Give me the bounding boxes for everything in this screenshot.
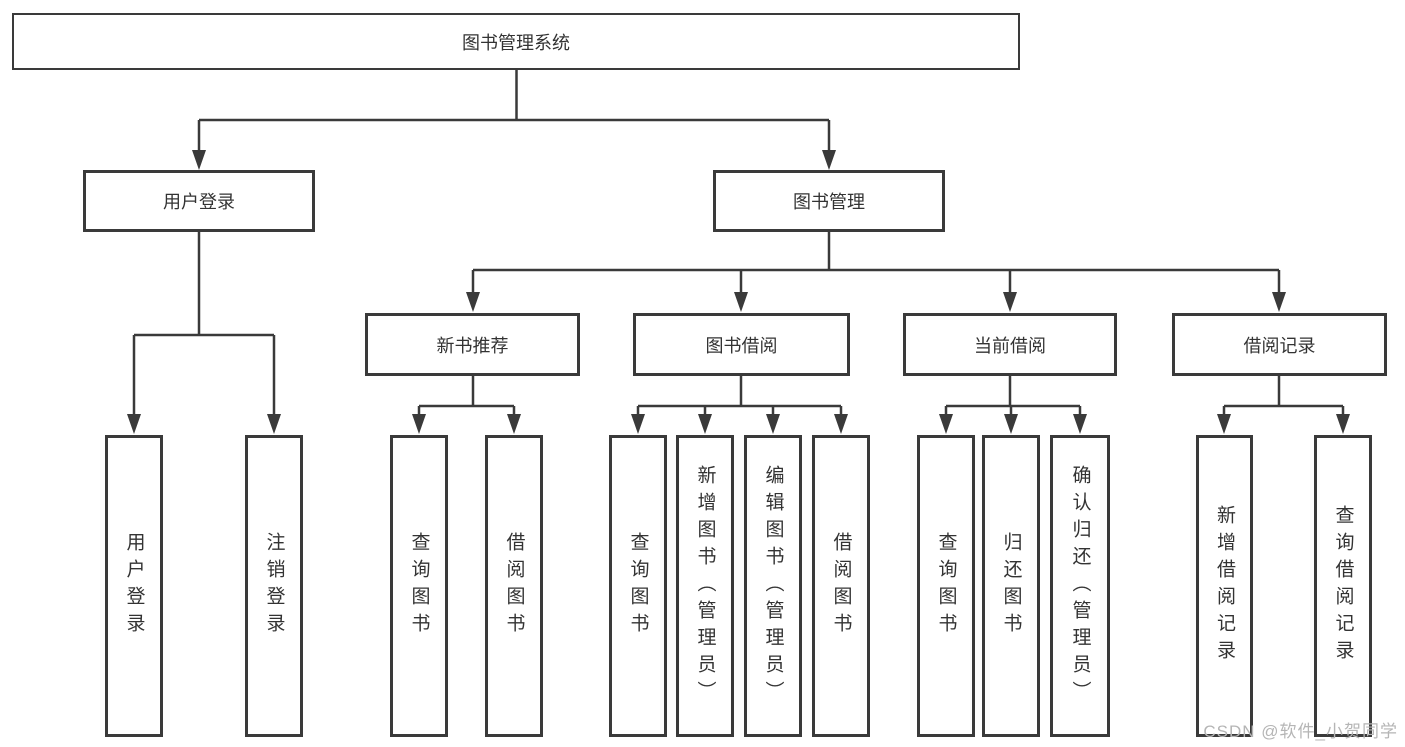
node-book-management-label: 图书管理 xyxy=(793,192,865,212)
leaf-recommend-borrow-books: 借阅图书 xyxy=(485,435,543,737)
edge-userlogin-split xyxy=(132,232,276,419)
leaf-logout: 注销登录 xyxy=(245,435,303,737)
edge-bookmgmt-split xyxy=(471,232,1281,297)
leaf-current-confirm-return-admin: 确认归还（管理员） xyxy=(1050,435,1110,737)
node-new-book-recommend: 新书推荐 xyxy=(365,313,580,376)
node-current-borrow: 当前借阅 xyxy=(903,313,1117,376)
node-borrow-records-label: 借阅记录 xyxy=(1243,335,1316,356)
node-book-management: 图书管理 xyxy=(713,170,945,232)
node-new-book-recommend-label: 新书推荐 xyxy=(436,335,509,356)
node-current-borrow-label: 当前借阅 xyxy=(974,335,1046,356)
edge-group-splits xyxy=(419,376,1343,408)
node-book-borrow-label: 图书借阅 xyxy=(705,335,778,356)
leaf-borrow-add-books-admin: 新增图书（管理员） xyxy=(676,435,734,737)
leaf-current-query-books: 查询图书 xyxy=(917,435,975,737)
leaf-records-query-record: 查询借阅记录 xyxy=(1314,435,1372,737)
node-root: 图书管理系统 xyxy=(12,13,1020,70)
node-user-login: 用户登录 xyxy=(83,170,315,232)
leaf-current-return-books: 归还图书 xyxy=(982,435,1040,737)
leaf-borrow-query-books: 查询图书 xyxy=(609,435,667,737)
node-user-login-label: 用户登录 xyxy=(163,192,235,212)
csdn-watermark: CSDN @软件_小贺同学 xyxy=(1203,722,1398,741)
leaf-borrow-borrow-books: 借阅图书 xyxy=(812,435,870,737)
leaf-records-add-record: 新增借阅记录 xyxy=(1196,435,1253,737)
edge-leaf-shafts xyxy=(417,406,1345,419)
node-book-borrow: 图书借阅 xyxy=(633,313,850,376)
leaf-borrow-edit-books-admin: 编辑图书（管理员） xyxy=(744,435,802,737)
leaf-recommend-query-books: 查询图书 xyxy=(390,435,448,737)
leaf-user-login: 用户登录 xyxy=(105,435,163,737)
edge-root-split xyxy=(197,70,831,154)
node-borrow-records: 借阅记录 xyxy=(1172,313,1387,376)
node-root-label: 图书管理系统 xyxy=(462,32,570,53)
